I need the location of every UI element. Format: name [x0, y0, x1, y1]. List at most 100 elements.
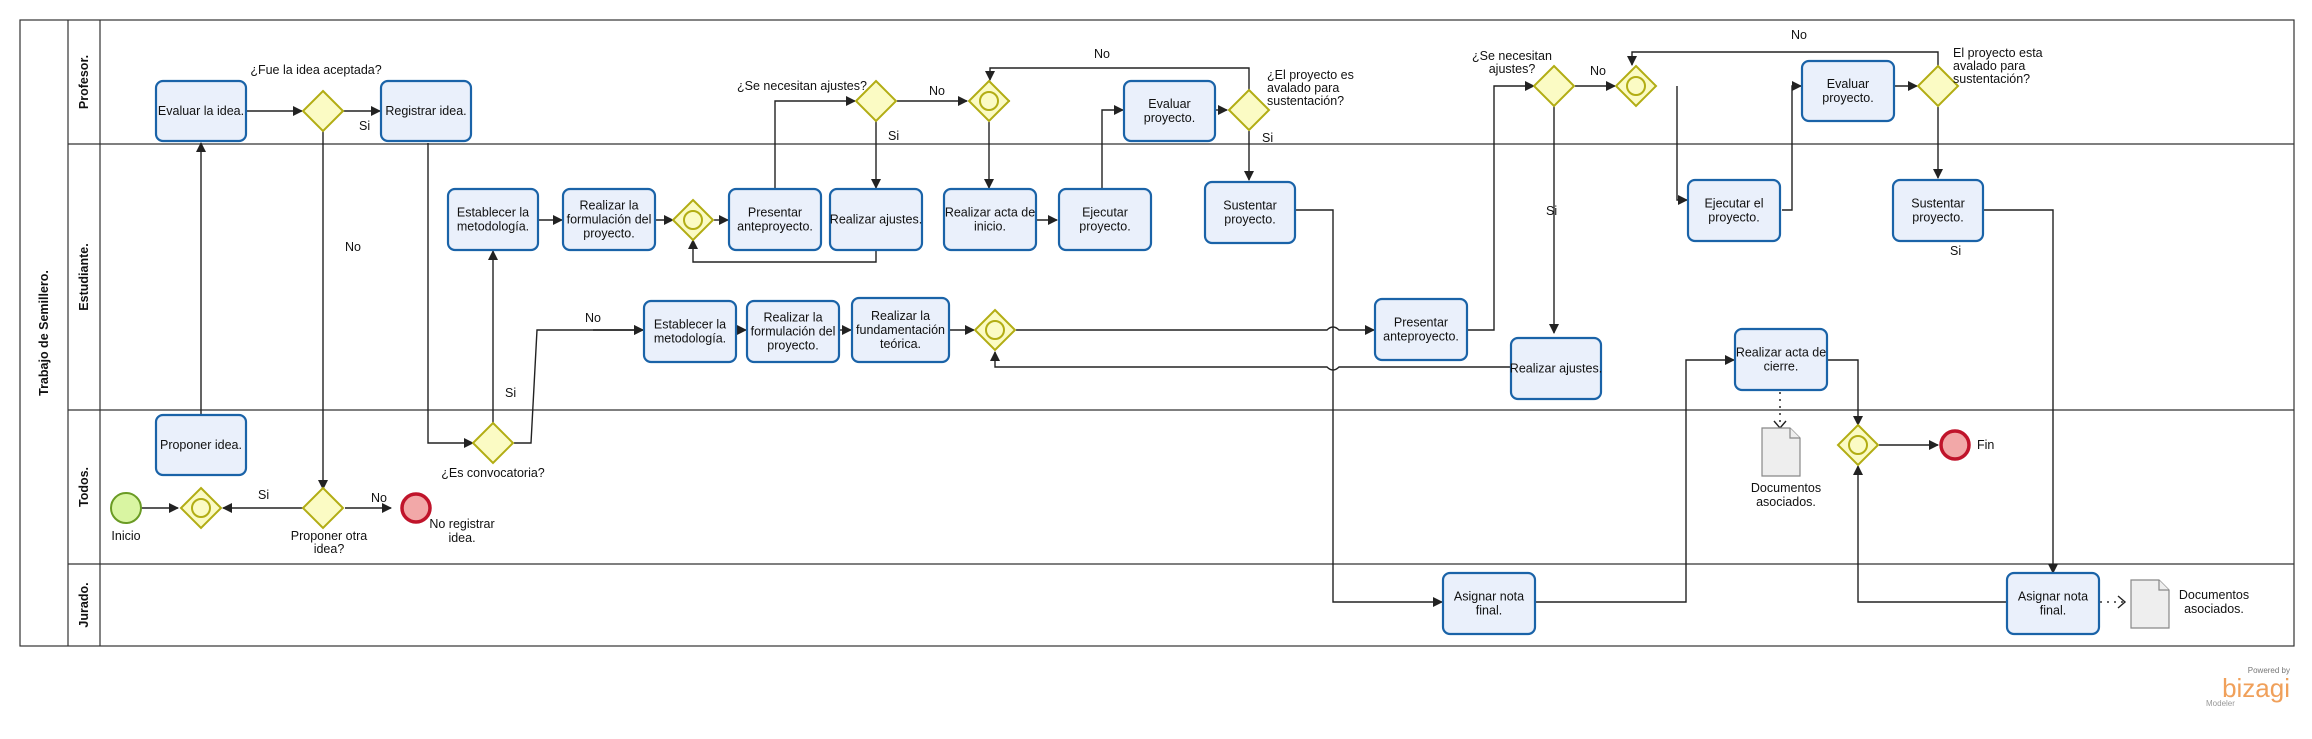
task-label-line: proyecto.: [1822, 91, 1873, 105]
flow-label-si: Si: [505, 386, 516, 400]
gateway-question-fue-aceptada: ¿Fue la idea aceptada?: [250, 63, 381, 77]
task-proponer-idea[interactable]: Proponer idea.: [154, 413, 248, 477]
gateway-question-avalado-1: sustentación?: [1267, 94, 1344, 108]
task-label-line: proyecto.: [583, 227, 634, 241]
gateway-merge-b: [967, 79, 1011, 123]
gateway-merge-c: [973, 308, 1017, 352]
task-label-line: proyecto.: [1224, 213, 1275, 227]
document-2: Documentos asociados.: [2130, 579, 2249, 629]
gateway-question-avalado-1: ¿El proyecto es: [1267, 68, 1354, 82]
gateway-question-proponer-otra: idea?: [314, 542, 345, 556]
flow-label-si: Si: [359, 119, 370, 133]
flow-label-no: No: [1590, 64, 1606, 78]
task-realizar-ajustes-2[interactable]: Realizar ajustes.: [1510, 336, 1602, 401]
task-label-line: Presentar: [748, 206, 802, 220]
gateway-se-necesitan-1: [854, 79, 898, 123]
gateway-question-se-necesitan-2: ajustes?: [1489, 62, 1536, 76]
gateway-merge-start: [179, 486, 223, 530]
task-label-line: inicio.: [974, 220, 1006, 234]
task-label-line: formulación del: [751, 325, 836, 339]
end-event-no-registrar: [400, 492, 432, 524]
end-event-no-registrar-label-line2: idea.: [448, 531, 475, 545]
gateway-avalado-2: [1916, 64, 1960, 108]
task-label-line: Asignar nota: [1454, 590, 1524, 604]
lane-todos: Todos.: [77, 467, 91, 507]
sequence-flows: [138, 51, 2058, 607]
task-label-line: Ejecutar: [1082, 206, 1128, 220]
brand-name: bizagi: [2222, 673, 2290, 703]
task-label-line: Asignar nota: [2018, 590, 2088, 604]
lane-profesor: Profesor.: [77, 55, 91, 109]
task-label-line: proyecto.: [1708, 211, 1759, 225]
task-label-line: formulación del: [567, 213, 652, 227]
flow-label-no: No: [1791, 28, 1807, 42]
document-1-label-line2: asociados.: [1756, 495, 1816, 509]
gateway-question-se-necesitan-1: ¿Se necesitan ajustes?: [737, 79, 867, 93]
document-1: Documentos asociados.: [1751, 427, 1821, 509]
task-label-line: Sustentar: [1911, 197, 1965, 211]
task-label-line: Realizar acta de: [945, 206, 1035, 220]
task-label-line: final.: [2040, 604, 2066, 618]
task-registrar-idea[interactable]: Registrar idea.: [379, 79, 473, 143]
bizagi-logo: Powered by bizagi Modeler: [2206, 666, 2290, 708]
gateway-question-proponer-otra: Proponer otra: [291, 529, 367, 543]
task-label-line: Realizar ajustes.: [1510, 362, 1602, 376]
task-label-line: anteproyecto.: [737, 220, 813, 234]
task-label-line: Establecer la: [457, 206, 529, 220]
gateway-question-se-necesitan-2: ¿Se necesitan: [1472, 49, 1552, 63]
task-realizar-ajustes-1[interactable]: Realizar ajustes.: [828, 187, 924, 252]
start-event: [110, 492, 142, 524]
task-label-line: proyecto.: [1079, 220, 1130, 234]
product-name: Modeler: [2206, 699, 2235, 708]
task-label-line: proyecto.: [1144, 111, 1195, 125]
gateway-se-necesitan-2: [1532, 64, 1576, 108]
task-label-line: Realizar ajustes.: [830, 213, 922, 227]
flow-label-si: Si: [258, 488, 269, 502]
task-label-line: teórica.: [880, 337, 921, 351]
gateway-question-avalado-2: El proyecto esta: [1953, 46, 2043, 60]
gateway-avalado-1: [1227, 88, 1271, 132]
task-label-line: Realizar acta de: [1736, 346, 1826, 360]
task-evaluar-idea[interactable]: Evaluar la idea.: [154, 79, 248, 143]
flow-label-no: No: [1094, 47, 1110, 61]
gateway-question-es-convocatoria: ¿Es convocatoria?: [441, 466, 545, 480]
task-label-line: proyecto.: [1912, 211, 1963, 225]
task-label-line: Realizar la: [871, 309, 930, 323]
start-event-label: Inicio: [111, 529, 140, 543]
task-label-line: Evaluar: [1827, 77, 1869, 91]
task-label-line: Establecer la: [654, 318, 726, 332]
document-2-label-line1: Documentos: [2179, 588, 2249, 602]
lane-jurado: Jurado.: [77, 582, 91, 627]
task-label-line: Presentar: [1394, 316, 1448, 330]
flow-label-no: No: [929, 84, 945, 98]
lane-estudiante: Estudiante.: [77, 243, 91, 310]
document-2-label-line2: asociados.: [2184, 602, 2244, 616]
task-label-line: Realizar la: [763, 311, 822, 325]
task-label-line: Evaluar la idea.: [158, 104, 244, 118]
end-event-no-registrar-label-line1: No registrar: [429, 517, 494, 531]
task-label-line: Proponer idea.: [160, 438, 242, 452]
gateway-question-avalado-2: sustentación?: [1953, 72, 2030, 86]
pool-title: Trabajo de Semillero.: [37, 270, 51, 396]
gateway-es-convocatoria: [471, 421, 515, 465]
end-event-fin-label: Fin: [1977, 438, 1994, 452]
gateway-question-avalado-1: avalado para: [1267, 81, 1339, 95]
